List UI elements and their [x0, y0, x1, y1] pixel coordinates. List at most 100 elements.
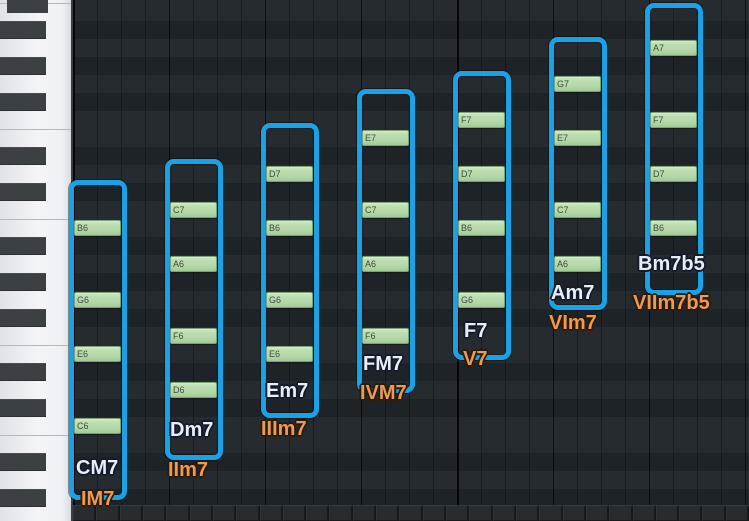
note-f7-g6[interactable]: G6 [458, 292, 505, 308]
black-key-gs7[interactable] [0, 57, 46, 75]
strip-cell [515, 505, 540, 521]
note-bm7b5-f7[interactable]: F7 [650, 112, 697, 128]
grid-line [313, 0, 314, 521]
grid-line [529, 0, 530, 521]
grid-line [289, 0, 290, 521]
note-fm7-a6[interactable]: A6 [362, 256, 409, 272]
chord-selection-box-f7[interactable] [453, 71, 511, 360]
chord-roman-numeral-label: IVM7 [360, 382, 407, 404]
note-dm7-a6[interactable]: A6 [170, 256, 217, 272]
chord-selection-box-dm7[interactable] [165, 159, 223, 460]
grid-line [481, 0, 482, 521]
black-key-ds7[interactable] [0, 147, 46, 165]
note-f7-d7[interactable]: D7 [458, 166, 505, 182]
strip-cell [725, 505, 749, 521]
chord-name-label: Em7 [266, 380, 309, 402]
note-em7-g6[interactable]: G6 [266, 292, 313, 308]
grid-line [145, 0, 146, 521]
note-bm7b5-d7[interactable]: D7 [650, 166, 697, 182]
note-em7-d7[interactable]: D7 [266, 166, 313, 182]
strip-cell [166, 505, 190, 521]
beat-line [745, 0, 746, 521]
grid-line [673, 0, 674, 521]
note-pitch-label: B6 [461, 223, 473, 233]
note-pitch-label: F7 [461, 115, 472, 125]
note-am7-c7[interactable]: C7 [554, 202, 601, 218]
note-pitch-label: F6 [173, 331, 184, 341]
note-cm7-c6[interactable]: C6 [74, 418, 121, 434]
note-em7-b6[interactable]: B6 [266, 220, 313, 236]
strip-cell [306, 505, 330, 521]
grid-bottom-strip [73, 505, 749, 521]
strip-cell [679, 505, 703, 521]
bar-line [457, 0, 459, 521]
grid-line [121, 0, 122, 521]
white-key-separator [0, 129, 71, 130]
note-dm7-c7[interactable]: C7 [170, 202, 217, 218]
black-key-ds6[interactable] [0, 363, 46, 381]
grid-line [601, 0, 602, 521]
note-pitch-label: D7 [461, 169, 473, 179]
strip-cell [492, 505, 516, 521]
strip-cell [96, 505, 120, 521]
black-key-as6[interactable] [0, 237, 46, 255]
chord-name-label: Bm7b5 [638, 253, 705, 275]
note-cm7-b6[interactable]: B6 [74, 220, 121, 236]
note-pitch-label: B6 [77, 223, 89, 233]
strip-cell [399, 505, 423, 521]
note-fm7-e7[interactable]: E7 [362, 130, 409, 146]
black-key-gs6[interactable] [0, 273, 46, 291]
note-cm7-g6[interactable]: G6 [74, 292, 121, 308]
chord-roman-numeral-label: IIIm7 [261, 418, 307, 440]
chord-selection-box-am7[interactable] [549, 37, 607, 310]
note-f7-f7[interactable]: F7 [458, 112, 505, 128]
note-dm7-d6[interactable]: D6 [170, 382, 217, 398]
white-key-separator [0, 345, 71, 346]
note-em7-e6[interactable]: E6 [266, 346, 313, 362]
chord-selection-box-bm7b5[interactable] [645, 3, 703, 295]
note-pitch-label: E6 [269, 349, 281, 359]
note-bm7b5-a7[interactable]: A7 [650, 40, 697, 56]
note-pitch-label: G6 [461, 295, 474, 305]
note-fm7-f6[interactable]: F6 [362, 328, 409, 344]
note-pitch-label: B6 [653, 223, 665, 233]
strip-cell [655, 505, 680, 521]
grid-line [505, 0, 506, 521]
strip-cell [422, 505, 446, 521]
black-key-cs6[interactable] [0, 399, 46, 417]
note-am7-a6[interactable]: A6 [554, 256, 601, 272]
white-key-separator [0, 435, 71, 436]
grid-line [409, 0, 410, 521]
grid-line [217, 0, 218, 521]
note-pitch-label: G7 [557, 79, 570, 89]
note-am7-g7[interactable]: G7 [554, 76, 601, 92]
chord-selection-box-em7[interactable] [261, 123, 319, 418]
black-key-fs7[interactable] [0, 93, 46, 111]
black-key-as7[interactable] [0, 21, 46, 39]
note-pitch-label: C7 [365, 205, 377, 215]
strip-cell [189, 505, 213, 521]
black-key-as5[interactable] [0, 453, 46, 471]
grid-line [433, 0, 434, 521]
chord-roman-numeral-label: VIIm7b5 [633, 292, 710, 314]
black-key-cs7[interactable] [0, 183, 46, 201]
note-pitch-label: A6 [557, 259, 569, 269]
note-pitch-label: B6 [269, 223, 281, 233]
black-key-gs5[interactable] [0, 489, 46, 507]
note-cm7-e6[interactable]: E6 [74, 346, 121, 362]
chord-selection-box-fm7[interactable] [357, 89, 415, 393]
piano-keyboard[interactable] [0, 0, 73, 521]
bar-line [73, 0, 75, 521]
note-am7-e7[interactable]: E7 [554, 130, 601, 146]
note-f7-b6[interactable]: B6 [458, 220, 505, 236]
black-key-fs6[interactable] [0, 309, 46, 327]
chord-selection-box-cm7[interactable] [69, 180, 127, 500]
note-fm7-c7[interactable]: C7 [362, 202, 409, 218]
strip-cell [259, 505, 283, 521]
note-pitch-label: F6 [365, 331, 376, 341]
note-bm7b5-b6[interactable]: B6 [650, 220, 697, 236]
note-dm7-f6[interactable]: F6 [170, 328, 217, 344]
strip-cell [329, 505, 353, 521]
strip-cell [212, 505, 237, 521]
